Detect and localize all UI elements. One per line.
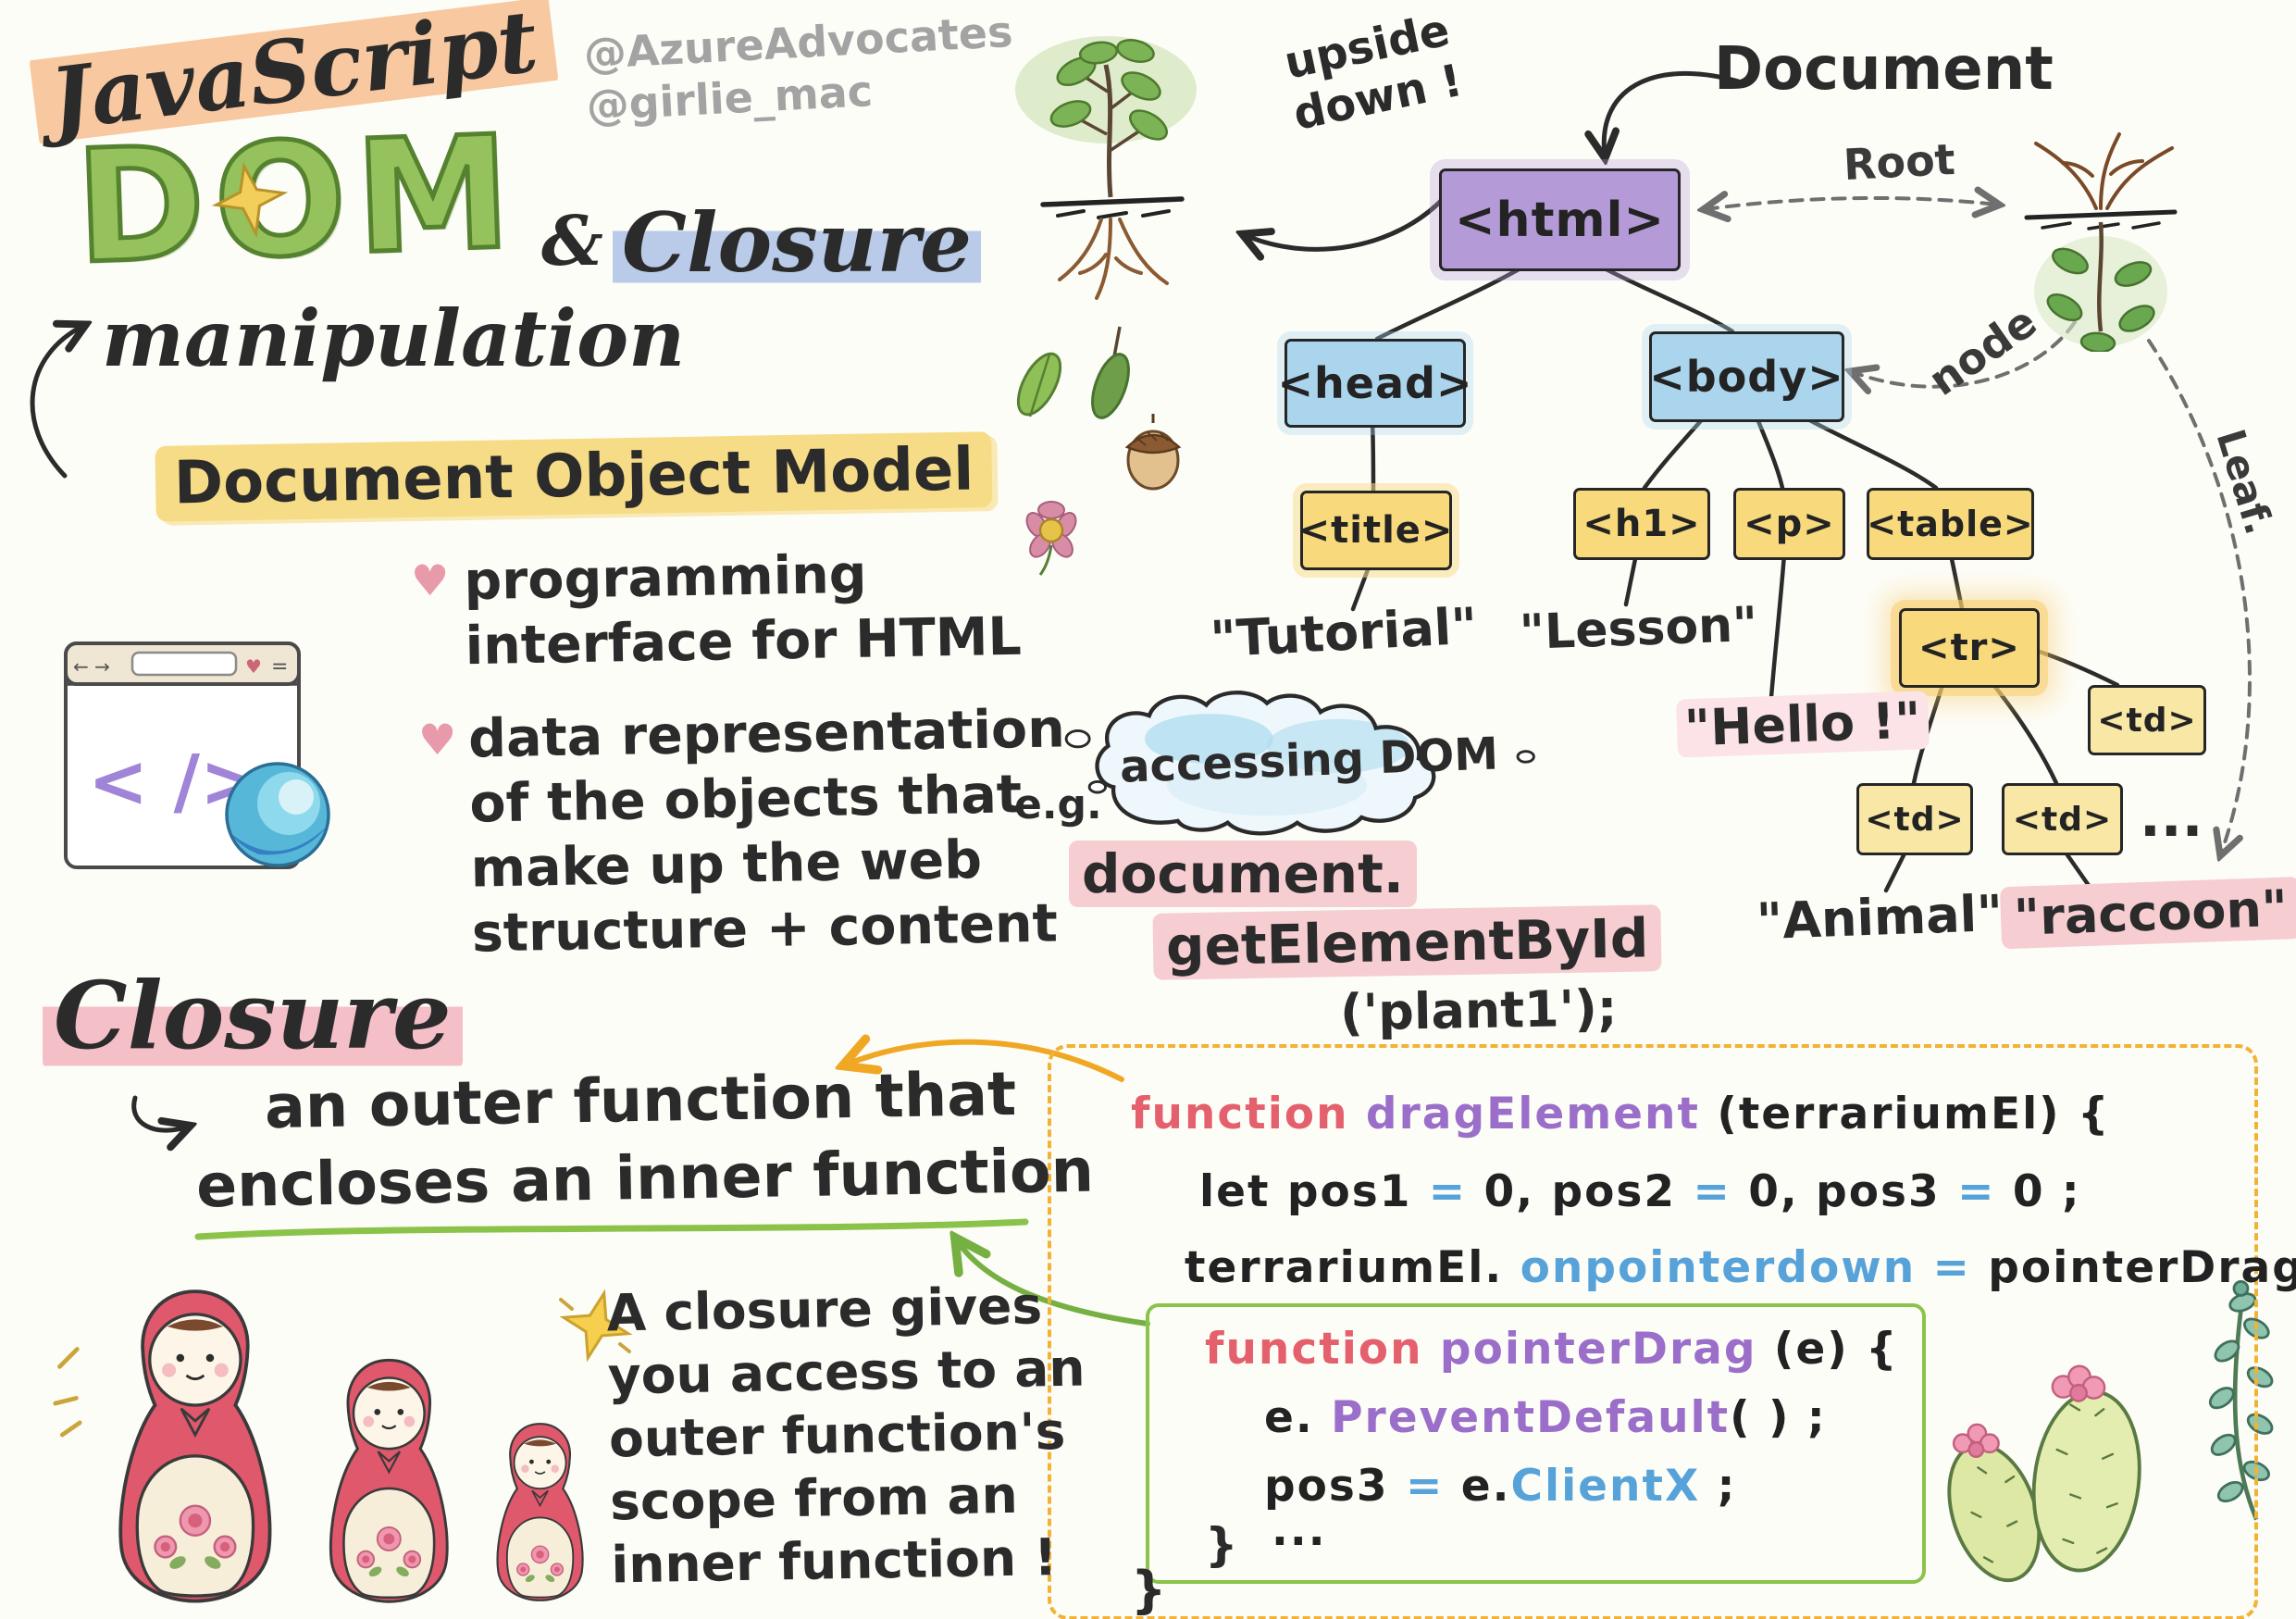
code-block-outer xyxy=(1048,1044,2258,1619)
heart-icon: ♥ xyxy=(411,555,450,605)
underline-encloses-green xyxy=(194,1218,1029,1240)
text-node-animal: "Animal" xyxy=(1755,883,2004,952)
code-line-4: function pointerDrag (e) { xyxy=(1205,1324,1899,1375)
arrow-inner-box-to-text xyxy=(957,1240,1150,1326)
text-node-hello: "Hello !" xyxy=(1675,691,1930,758)
accessing-dom-cloud xyxy=(1064,691,1535,836)
code-line-2: let pos1 = 0, pos2 = 0, pos3 = 0 ; xyxy=(1199,1166,2081,1217)
code-line-5: e. PreventDefault( ) ; xyxy=(1264,1392,1827,1443)
bullet-programming-interface: programming interface for HTML xyxy=(463,543,1023,678)
tree-node-h1: <h1> xyxy=(1573,488,1710,560)
leaf-icon xyxy=(1016,352,1062,417)
tree-node-head: <head> xyxy=(1278,339,1472,428)
root-branch-illustration xyxy=(2024,132,2178,352)
browser-window-illustration: ← → ♥ = < /> xyxy=(64,641,330,869)
tree-node-p: <p> xyxy=(1733,488,1845,560)
closure-heading: Closure xyxy=(43,961,463,1070)
tree-node-body: <body> xyxy=(1649,331,1844,422)
access-code-plant1: ('plant1'); xyxy=(1339,978,1618,1042)
acorn-icon xyxy=(1124,414,1182,491)
arrow-code-to-definition xyxy=(846,1042,1124,1082)
closure-def-line1: an outer function that xyxy=(264,1059,1017,1143)
tree-node-td3: <td> xyxy=(2088,685,2206,755)
closure-note: A closure gives you access to an outer f… xyxy=(606,1276,1086,1595)
browser-nav-arrows-icon: ← → xyxy=(73,655,110,678)
tree-node-table: <table> xyxy=(1867,488,2034,560)
plant-illustration xyxy=(1015,36,1197,300)
tree-node-title: <title> xyxy=(1299,491,1452,570)
tree-node-td2: <td> xyxy=(2002,783,2123,855)
dom-title: DOM xyxy=(70,99,525,301)
dom-tree-connectors xyxy=(1350,263,2120,893)
star-icon xyxy=(559,1289,633,1363)
ampersand: & xyxy=(541,202,603,281)
succulent-illustration xyxy=(2208,1280,2274,1521)
access-code-getelementbyid: getElementById xyxy=(1152,904,1662,980)
code-line-6: pos3 = e.ClientX ; xyxy=(1264,1461,1737,1512)
tree-node-html: <html> xyxy=(1439,168,1681,271)
eg-label: e.g. xyxy=(1014,781,1102,828)
cactus-illustration xyxy=(1947,1364,2141,1583)
root-label: Root xyxy=(1842,133,1956,191)
arrow-leaf-annotation xyxy=(2147,339,2252,853)
browser-menu-icon: = xyxy=(271,655,288,679)
matryoshka-dolls-illustration xyxy=(53,1289,584,1603)
arrow-upside-down-to-plant xyxy=(1245,193,1448,249)
code-line-3: terrariumEl. onpointerdown = pointerDrag… xyxy=(1185,1242,2296,1293)
dom-star-icon xyxy=(211,162,289,239)
flower-icon xyxy=(1025,501,1077,576)
text-node-lesson: "Lesson" xyxy=(1519,596,1759,661)
access-code-document: document. xyxy=(1069,841,1417,907)
arrow-root-annotation xyxy=(1706,198,1997,209)
arrow-closure-definition-hook xyxy=(131,1095,188,1130)
heart-icon: ♥ xyxy=(418,715,457,765)
manipulation-title: manipulation xyxy=(102,293,686,384)
arrow-node-annotation xyxy=(1853,320,2077,387)
dom-heading: Document Object Model xyxy=(155,431,993,522)
accessing-dom-label: accessing DOM xyxy=(1119,728,1499,793)
code-line-7: ... xyxy=(1272,1505,1327,1556)
tree-ellipsis: ... xyxy=(2140,785,2203,850)
arrow-document-to-html xyxy=(1604,70,1747,156)
cactus-flower-icon xyxy=(1952,1364,2106,1458)
leaf-icon xyxy=(1091,326,1130,419)
flora-illustration xyxy=(1016,326,1182,576)
code-close-inner: } xyxy=(1205,1518,1240,1572)
code-close-outer: } xyxy=(1131,1561,1169,1619)
sparkle-icon xyxy=(53,1347,82,1438)
browser-heart-icon: ♥ xyxy=(245,655,262,678)
bullet-data-representation: data representation of the objects that … xyxy=(467,698,1066,965)
document-label: Document xyxy=(1714,35,2054,104)
code-block-inner xyxy=(1146,1303,1926,1584)
tree-node-td1: <td> xyxy=(1856,783,1973,855)
code-line-1: function dragElement (terrariumEl) { xyxy=(1131,1089,2111,1140)
arrow-manipulation-flourish xyxy=(30,326,83,479)
closure-title: Closure xyxy=(613,194,982,291)
tree-node-tr: <tr> xyxy=(1899,608,2040,688)
text-node-raccoon: "raccoon" xyxy=(1999,877,2296,950)
